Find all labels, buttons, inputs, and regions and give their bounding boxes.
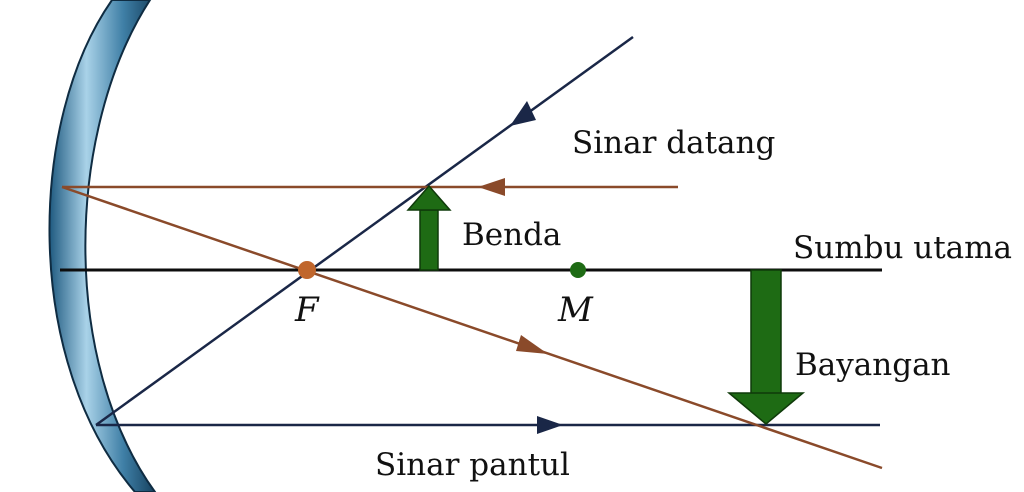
concave-mirror	[48, 0, 157, 492]
incident-ray-brown-arrowhead	[478, 178, 505, 196]
reflected-ray-brown-arrowhead	[516, 335, 548, 354]
center-of-curvature-label: M	[557, 290, 594, 330]
object-label: Benda	[462, 217, 561, 253]
incident-ray-blue	[95, 35, 634, 427]
image-arrow	[726, 269, 806, 425]
incident-ray-blue-arrowhead	[510, 101, 536, 126]
focal-point-dot	[298, 261, 316, 279]
reflected-ray-label: Sinar pantul	[375, 447, 570, 483]
focal-point-label: F	[294, 290, 320, 330]
reflected-ray-blue-arrowhead	[537, 416, 563, 434]
center-of-curvature-dot	[570, 262, 586, 278]
incident-ray-label: Sinar datang	[572, 125, 775, 161]
object-arrow	[406, 184, 452, 271]
image-label: Bayangan	[795, 347, 951, 383]
reflected-ray-brown	[61, 185, 883, 470]
principal-axis-label: Sumbu utama	[793, 230, 1012, 266]
